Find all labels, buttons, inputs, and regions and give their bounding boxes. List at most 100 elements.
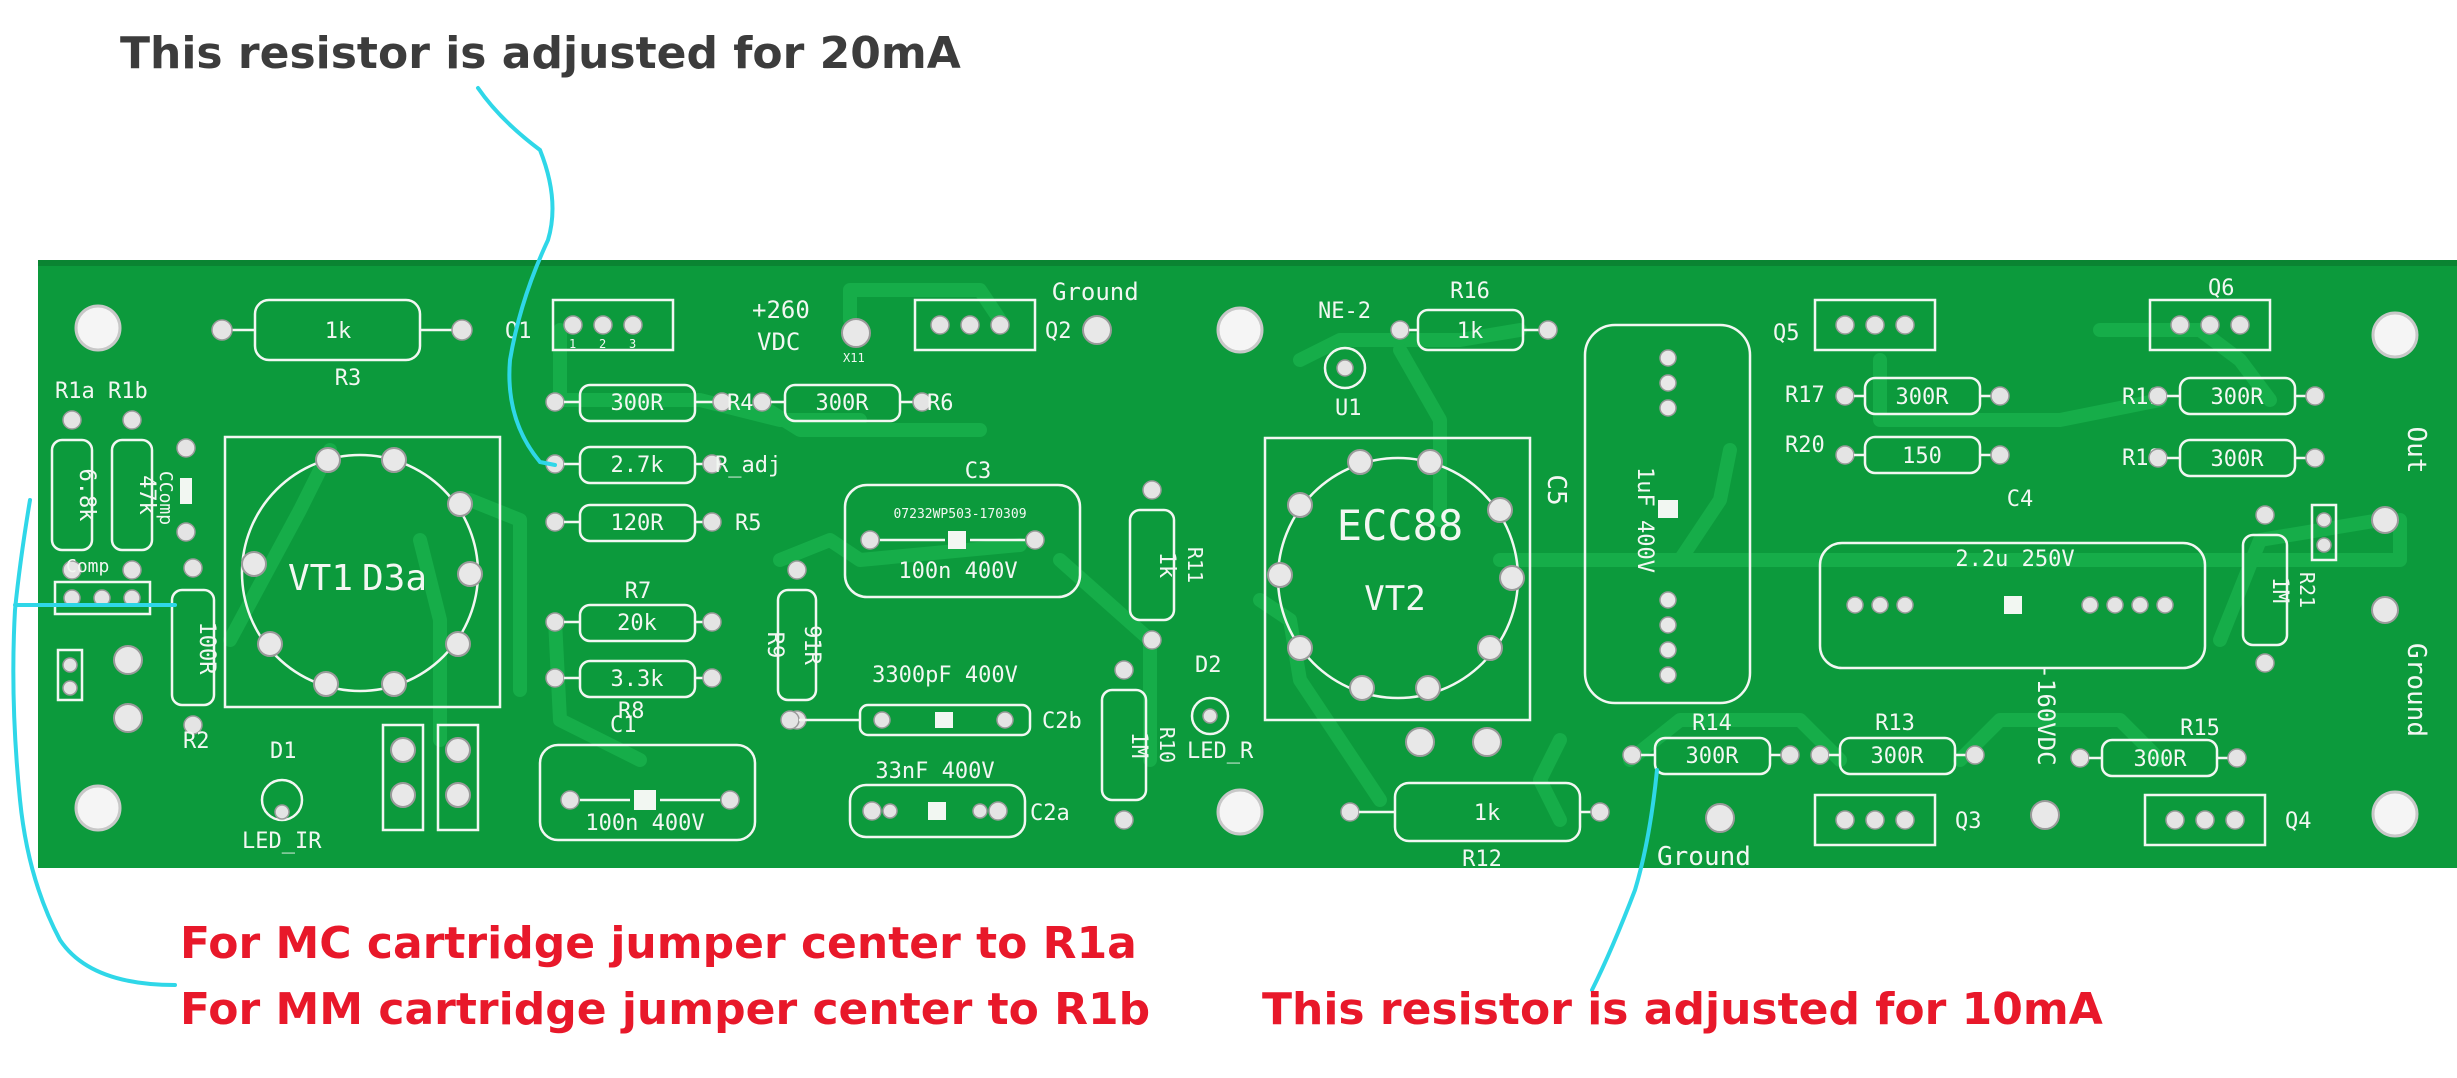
r20-label: R20 (1785, 433, 1825, 458)
ground-right-label: Ground (2401, 643, 2431, 737)
c2b-label: C2b (1042, 709, 1082, 734)
r1b-label: R1b (108, 379, 148, 404)
r2-label: R2 (183, 729, 210, 754)
u1-label: U1 (1335, 396, 1362, 421)
r4-label: R4 (727, 391, 754, 416)
vt1-label: VT1 (288, 558, 353, 599)
capacitor-c3: C3 07232WP503-170309 100n 400V (843, 459, 1082, 599)
r4-value: 300R (611, 391, 665, 416)
r13-value: 300R (1871, 744, 1925, 769)
svg-text:3: 3 (629, 337, 636, 351)
r11-label: R11 (1183, 547, 1207, 583)
vdc-label: VDC (757, 328, 800, 356)
capacitor-ccomp: CComp (155, 438, 196, 542)
capacitor-c5: C5 1uF 400V (1541, 323, 1752, 705)
comp-label: Comp (66, 556, 109, 577)
q6-label: Q6 (2208, 276, 2235, 301)
resistor-r1b: 47k (110, 410, 159, 580)
r18-value: 300R (2211, 447, 2265, 472)
heater-pins (381, 723, 480, 832)
x11-label: X11 (843, 351, 865, 365)
power-260: +260 VDC X11 (752, 296, 871, 365)
resistor-radj: 2.7k R_adj (545, 445, 781, 485)
minus160-label: -160VDC (2032, 664, 2060, 765)
svg-text:2: 2 (599, 337, 606, 351)
resistor-r6: 300R R6 (752, 383, 954, 423)
resistor-r8: 3.3k R8 (545, 659, 722, 724)
r1a-value: 6.8k (74, 469, 99, 522)
transistor-q5: Q5 (1773, 298, 1937, 352)
output-connector: Out Ground (2310, 427, 2431, 737)
resistor-r21: 1M R21 (2241, 505, 2319, 673)
resistor-r12: 1k R12 (1340, 781, 1610, 872)
transistor-q2: Ground Q2 (913, 278, 1139, 352)
r6-label: R6 (927, 391, 954, 416)
resistor-r19: R19 300R (2122, 376, 2325, 416)
input-connector (56, 645, 143, 733)
c3-value: 100n 400V (898, 559, 1017, 584)
r3-label: R3 (335, 366, 362, 391)
c4-label: C4 (2007, 487, 2034, 512)
r3-value: 1k (325, 319, 352, 344)
c3-label: C3 (965, 459, 992, 484)
r5-label: R5 (735, 511, 762, 536)
r11-value: 1k (1154, 552, 1179, 579)
annotation-arrows (11, 86, 1659, 992)
resistor-r4: 300R R4 (545, 383, 754, 423)
transistor-q4: Q4 (2143, 793, 2312, 847)
resistor-r7: R7 20k (545, 579, 722, 643)
r13-label: R13 (1875, 711, 1915, 736)
r8-value: 3.3k (611, 667, 664, 692)
resistor-r3: 1k R3 (211, 298, 473, 391)
resistor-r1a: 6.8k (50, 410, 99, 580)
q4-label: Q4 (2285, 809, 2312, 834)
ground-bottom: Ground (1657, 803, 1751, 872)
plus260-label: +260 (752, 296, 810, 324)
d3a-label: D3a (362, 558, 427, 599)
transistor-q1: Q1 1 2 3 (505, 298, 675, 352)
ecc88-label: ECC88 (1337, 501, 1463, 550)
r1b-value: 47k (134, 475, 159, 515)
q5-label: Q5 (1773, 321, 1800, 346)
resistor-r20: R20 150 (1785, 433, 2010, 475)
c3-code: 07232WP503-170309 (893, 507, 1026, 522)
r5-value: 120R (611, 511, 665, 536)
r15-value: 300R (2134, 747, 2188, 772)
tube-socket-vt1: VT1 D3a (223, 435, 502, 709)
resistor-r5: 120R R5 (545, 503, 762, 543)
capacitor-c2b: 3300pF 400V C2b (780, 663, 1082, 737)
radj-value: 2.7k (611, 453, 664, 478)
c2a-value: 33nF 400V (875, 759, 994, 784)
ground-top-label: Ground (1052, 278, 1139, 306)
r8-label: R8 (618, 699, 645, 724)
c5-value: 1uF 400V (1632, 467, 1657, 573)
d1-label: D1 (270, 739, 297, 764)
r7-value: 20k (617, 611, 657, 636)
radj-label: R_adj (715, 453, 781, 478)
capacitor-c2a: 33nF 400V C2a (848, 759, 1070, 839)
c4-value: 2.2u 250V (1955, 547, 2074, 572)
out-label: Out (2401, 427, 2431, 474)
r10-label: R10 (1155, 727, 1179, 763)
annotation-mc: For MC cartridge jumper center to R1a (180, 918, 1137, 969)
vt2-label: VT2 (1364, 579, 1425, 619)
r2-value: 100R (194, 622, 219, 676)
resistor-r13: R13 300R (1810, 711, 1985, 776)
r12-label: R12 (1462, 847, 1502, 872)
led-ir-label: LED_IR (242, 829, 322, 854)
r20-value: 150 (1902, 444, 1942, 469)
ne2-label: NE-2 (1318, 299, 1371, 324)
r19-value: 300R (2211, 385, 2265, 410)
tube-socket-vt2: ECC88 VT2 (1263, 436, 1532, 722)
r16-value: 1k (1457, 319, 1484, 344)
led-d2: D2 LED_R (1187, 653, 1254, 764)
svg-text:1: 1 (569, 337, 576, 351)
r6-value: 300R (816, 391, 870, 416)
q2-label: Q2 (1045, 319, 1072, 344)
r21-value: 1M (2267, 577, 2292, 604)
led-r-label: LED_R (1187, 739, 1254, 764)
resistor-r15: R15 300R (2070, 716, 2247, 778)
resistor-r18: R18 300R (2122, 438, 2325, 478)
